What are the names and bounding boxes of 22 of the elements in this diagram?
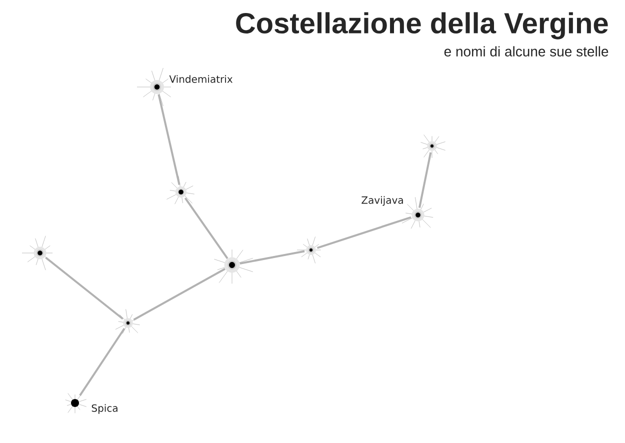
star-name: Spica bbox=[92, 404, 118, 414]
star bbox=[136, 68, 172, 106]
constellation-line bbox=[418, 152, 432, 208]
star bbox=[402, 196, 434, 229]
star bbox=[166, 176, 195, 204]
star bbox=[22, 236, 53, 270]
subtitle: e nomi di alcune sue stelle bbox=[444, 46, 608, 56]
constellation-line bbox=[133, 268, 226, 321]
constellation-line bbox=[158, 94, 180, 185]
star-name: Vindemiatrix bbox=[169, 75, 232, 83]
constellation-line bbox=[240, 250, 305, 264]
title: Costellazione della Vergine bbox=[236, 12, 608, 40]
constellation-line bbox=[316, 216, 412, 249]
star bbox=[296, 236, 322, 264]
star bbox=[214, 246, 254, 284]
star bbox=[115, 308, 140, 334]
constellation-line bbox=[184, 197, 228, 259]
star bbox=[65, 393, 87, 414]
star bbox=[420, 134, 446, 158]
star-name: Zavijava bbox=[362, 196, 403, 206]
constellation-line bbox=[45, 256, 124, 320]
constellation-line bbox=[79, 328, 126, 396]
